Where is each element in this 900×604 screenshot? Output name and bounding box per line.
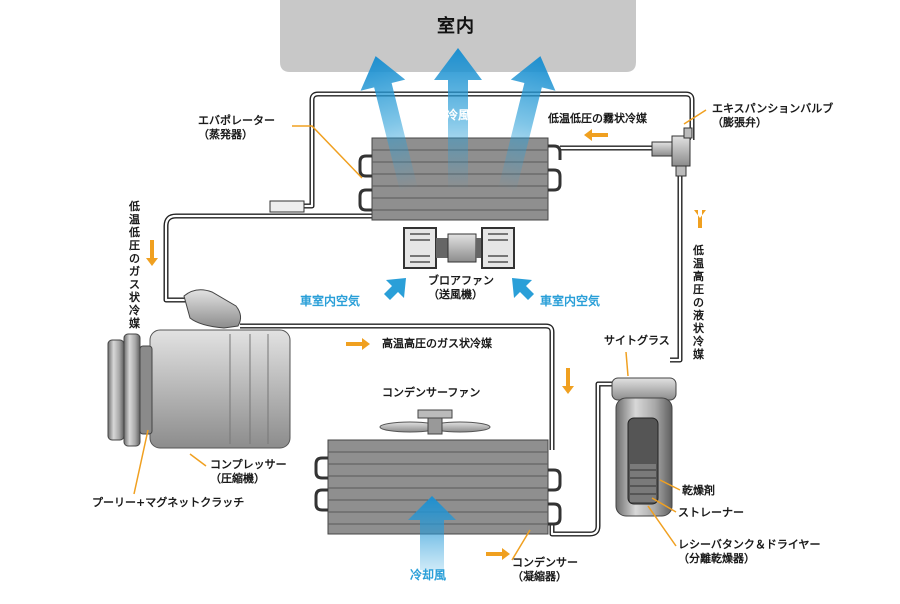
condenser-fan [379,409,491,435]
desiccant-label: 乾燥剤 [682,484,715,497]
cabin-air-right-label: 車室内空気 [540,294,601,308]
receiver-sublabel: （分離乾燥器） [678,552,755,565]
cool-air-label: 冷風 [446,108,471,122]
cooling-air-label: 冷却風 [410,568,447,582]
compressor-label: コンプレッサー [210,458,287,471]
strainer-label: ストレーナー [678,506,744,519]
expansion-valve [651,127,693,177]
gas-low-label: 低温低圧のガス状冷媒 [129,200,140,330]
blower-fan [403,227,515,269]
sensor-block [269,200,305,213]
cabin-air-arrow-right [512,278,534,300]
mist-refrigerant-label: 低温低圧の霧状冷媒 [548,112,647,125]
expansion-valve-label: エキスパンションバルブ [712,102,834,115]
indoor-box [280,0,636,72]
blower-label: ブロアファン [428,274,494,287]
refrigerant-piping [163,91,695,537]
receiver-drier [611,377,677,517]
blower-sublabel: （送風機） [428,288,483,301]
indoor-label: 室内 [437,16,475,37]
compressor-sublabel: （圧縮機） [210,472,265,485]
pulley [107,333,153,447]
cabin-air-arrow-left [384,278,406,300]
expansion-valve-sublabel: （膨張弁） [712,116,767,129]
flow-arrows [146,129,706,560]
condenser-label: コンデンサー [512,556,578,569]
cold-air-arrows [360,48,556,193]
evaporator-sublabel: （蒸発器） [198,128,253,141]
cooling-air-arrow [408,496,456,570]
condenser-fan-label: コンデンサーファン [382,386,481,399]
condenser-sublabel: （凝縮器） [512,570,567,583]
evaporator-label: エバポレーター [198,114,275,127]
gas-high-label: 高温高圧のガス状冷媒 [382,337,492,350]
sight-glass-label: サイトグラス [604,334,670,347]
compressor [149,289,291,449]
pulley-label: プーリー+マグネットクラッチ [92,496,245,509]
cabin-air-left-label: 車室内空気 [300,294,361,308]
leader-lines [133,109,707,561]
liquid-high-label: 低温高圧の液状冷媒 [693,244,704,361]
receiver-label: レシーバタンク＆ドライヤー [678,538,821,551]
